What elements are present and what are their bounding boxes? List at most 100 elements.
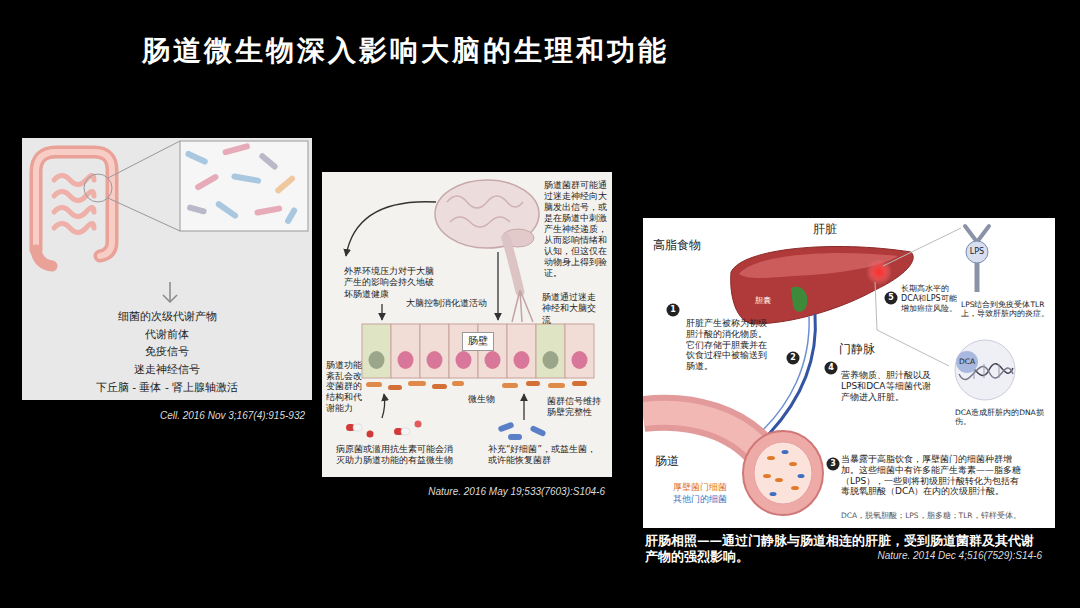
colon-illustration — [36, 152, 112, 256]
microbe-closeup — [254, 205, 283, 216]
gut-wall-tag: 肠壁 — [462, 332, 494, 351]
microbe-closeup — [231, 173, 262, 184]
annotation-text: 外界环境压力对于大脑产生的影响会持久地破坏肠道健康 — [344, 266, 436, 300]
gut-microbes — [526, 381, 540, 386]
callout-circle — [787, 352, 800, 365]
callout-number: 2 — [787, 352, 799, 364]
gut-microbes — [502, 383, 518, 388]
brain-illustration — [447, 196, 523, 227]
microbe-closeup — [194, 173, 220, 191]
colon-illustration — [36, 152, 112, 266]
signal-arrow — [523, 394, 524, 420]
intestine-illustration — [643, 413, 823, 515]
citation: Nature. 2014 Dec 4;516(7529):S14-6 — [877, 550, 1042, 561]
signal-arrow — [382, 394, 385, 418]
cell-nucleus — [543, 351, 559, 369]
down-arrow — [163, 282, 177, 302]
cell-nucleus — [369, 351, 588, 369]
annotation-text: 肠道功能紊乱会改变菌群的结构和代谢能力 — [326, 360, 362, 413]
microbe-closeup — [180, 141, 308, 231]
gut-microbes — [388, 385, 402, 390]
intestine-illustration — [763, 474, 771, 478]
annotation-text: 肝脏产生被称为初级胆汁酸的消化物质。它们存储于胆囊并在饮食过程中被输送到肠道。 — [686, 318, 774, 372]
icon-label: LPS — [965, 247, 989, 257]
vagus-nerve — [512, 290, 533, 322]
annotation-text: 补充“好细菌”，或益生菌，或许能恢复菌群 — [488, 444, 600, 465]
dna-icon — [956, 351, 978, 373]
intestine-illustration — [643, 413, 763, 454]
vagus-nerve — [512, 290, 533, 322]
zoom-lines — [108, 141, 180, 178]
cell-nucleus — [427, 351, 443, 369]
pathway-item: 下丘脑 - 垂体 - 肾上腺轴激活 — [22, 381, 312, 394]
lps-receptor-icon — [975, 263, 980, 292]
callout-number: 4 — [825, 362, 837, 374]
portal-vein — [763, 314, 815, 434]
bacteria-key: 其他门的细菌 — [673, 494, 727, 505]
intestine-illustration — [775, 478, 783, 482]
dna-icon — [955, 340, 1015, 400]
probiotic-bacteria — [529, 425, 546, 437]
signal-arrow — [346, 202, 524, 420]
liver-illustration — [791, 287, 807, 312]
gut-microbes — [366, 381, 587, 390]
probiotic-bacteria — [497, 421, 546, 440]
callout-lines — [883, 228, 961, 266]
gut-wall-cells — [536, 324, 565, 378]
microbe-closeup — [284, 206, 298, 225]
colon-illustration — [54, 176, 94, 233]
brain-illustration — [435, 180, 539, 248]
vessel-label: 门静脉 — [839, 342, 875, 357]
microbe-closeup — [184, 150, 208, 166]
signal-arrow — [346, 202, 436, 256]
pathway-item: 细菌的次级代谢产物 — [22, 310, 312, 323]
microbe-closeup — [215, 200, 240, 220]
annotation-text: 肠道菌群可能通过迷走神经向大脑发出信号，或是在肠道中刺激产生神经递质，从而影响情… — [544, 180, 610, 279]
zoom-lines — [84, 141, 180, 231]
pathway-item: 代谢前体 — [22, 328, 312, 341]
gut-microbes — [366, 382, 382, 387]
intestine-illustration — [643, 413, 763, 454]
colon-panel-art — [22, 138, 312, 400]
arrow-label: 肠道通过迷走神经和大脑交流 — [542, 292, 604, 326]
gut-microbes — [432, 384, 447, 389]
annotation-text: LPS结合到免疫受体TLR上，导致肝脏内的炎症。 — [961, 300, 1053, 319]
gut-wall-cells — [362, 324, 391, 378]
cell-nucleus — [398, 351, 414, 369]
brain-illustration — [506, 238, 520, 292]
portal-vein — [763, 316, 809, 430]
cell-nucleus — [572, 351, 588, 369]
annotation-text: 菌群信号维持肠壁完整性 — [547, 396, 607, 419]
microbe-closeup — [222, 143, 251, 156]
down-arrow — [163, 295, 177, 302]
pathway-item: 免疫信号 — [22, 345, 312, 358]
colon-illustration — [36, 152, 112, 256]
brain-illustration — [435, 180, 539, 292]
intestine-illustration — [770, 450, 805, 496]
intestine-illustration — [791, 486, 799, 490]
cell-nucleus — [485, 351, 501, 369]
annotation-text: 长期高水平的DCA和LPS可能增加癌症风险。 — [901, 284, 959, 314]
part-label: 肠壁 — [468, 335, 488, 348]
gut-wall-cells — [391, 324, 420, 378]
annotation-text: 病原菌或滥用抗生素可能会消灭助力肠道功能的有益微生物 — [336, 444, 460, 465]
annotation-text: 当暴露于高脂饮食，厚壁菌门的细菌种群增加。这些细菌中有许多能产生毒素——脂多糖（… — [841, 454, 1021, 497]
gut-wall-cells — [362, 324, 594, 378]
gut-microbes — [548, 383, 565, 388]
intestine-illustration — [770, 492, 777, 496]
page-title: 肠道微生物深入影响大脑的生理和功能 — [142, 32, 669, 70]
callout-number: 5 — [885, 292, 897, 304]
lps-receptor-icon — [965, 226, 989, 242]
intestine-illustration — [789, 462, 797, 466]
antibiotic-pills — [367, 431, 374, 438]
antibiotic-pills — [415, 421, 422, 428]
intestine-illustration — [767, 456, 775, 460]
organ-label: 肠道 — [655, 454, 679, 469]
antibiotic-pills — [401, 428, 410, 435]
part-label: 微生物 — [468, 394, 495, 405]
probiotic-bacteria — [508, 434, 522, 440]
zoom-lines — [84, 174, 112, 202]
dna-icon — [974, 363, 999, 379]
cell-nucleus — [514, 351, 530, 369]
organ-label: 胆囊 — [755, 296, 771, 305]
